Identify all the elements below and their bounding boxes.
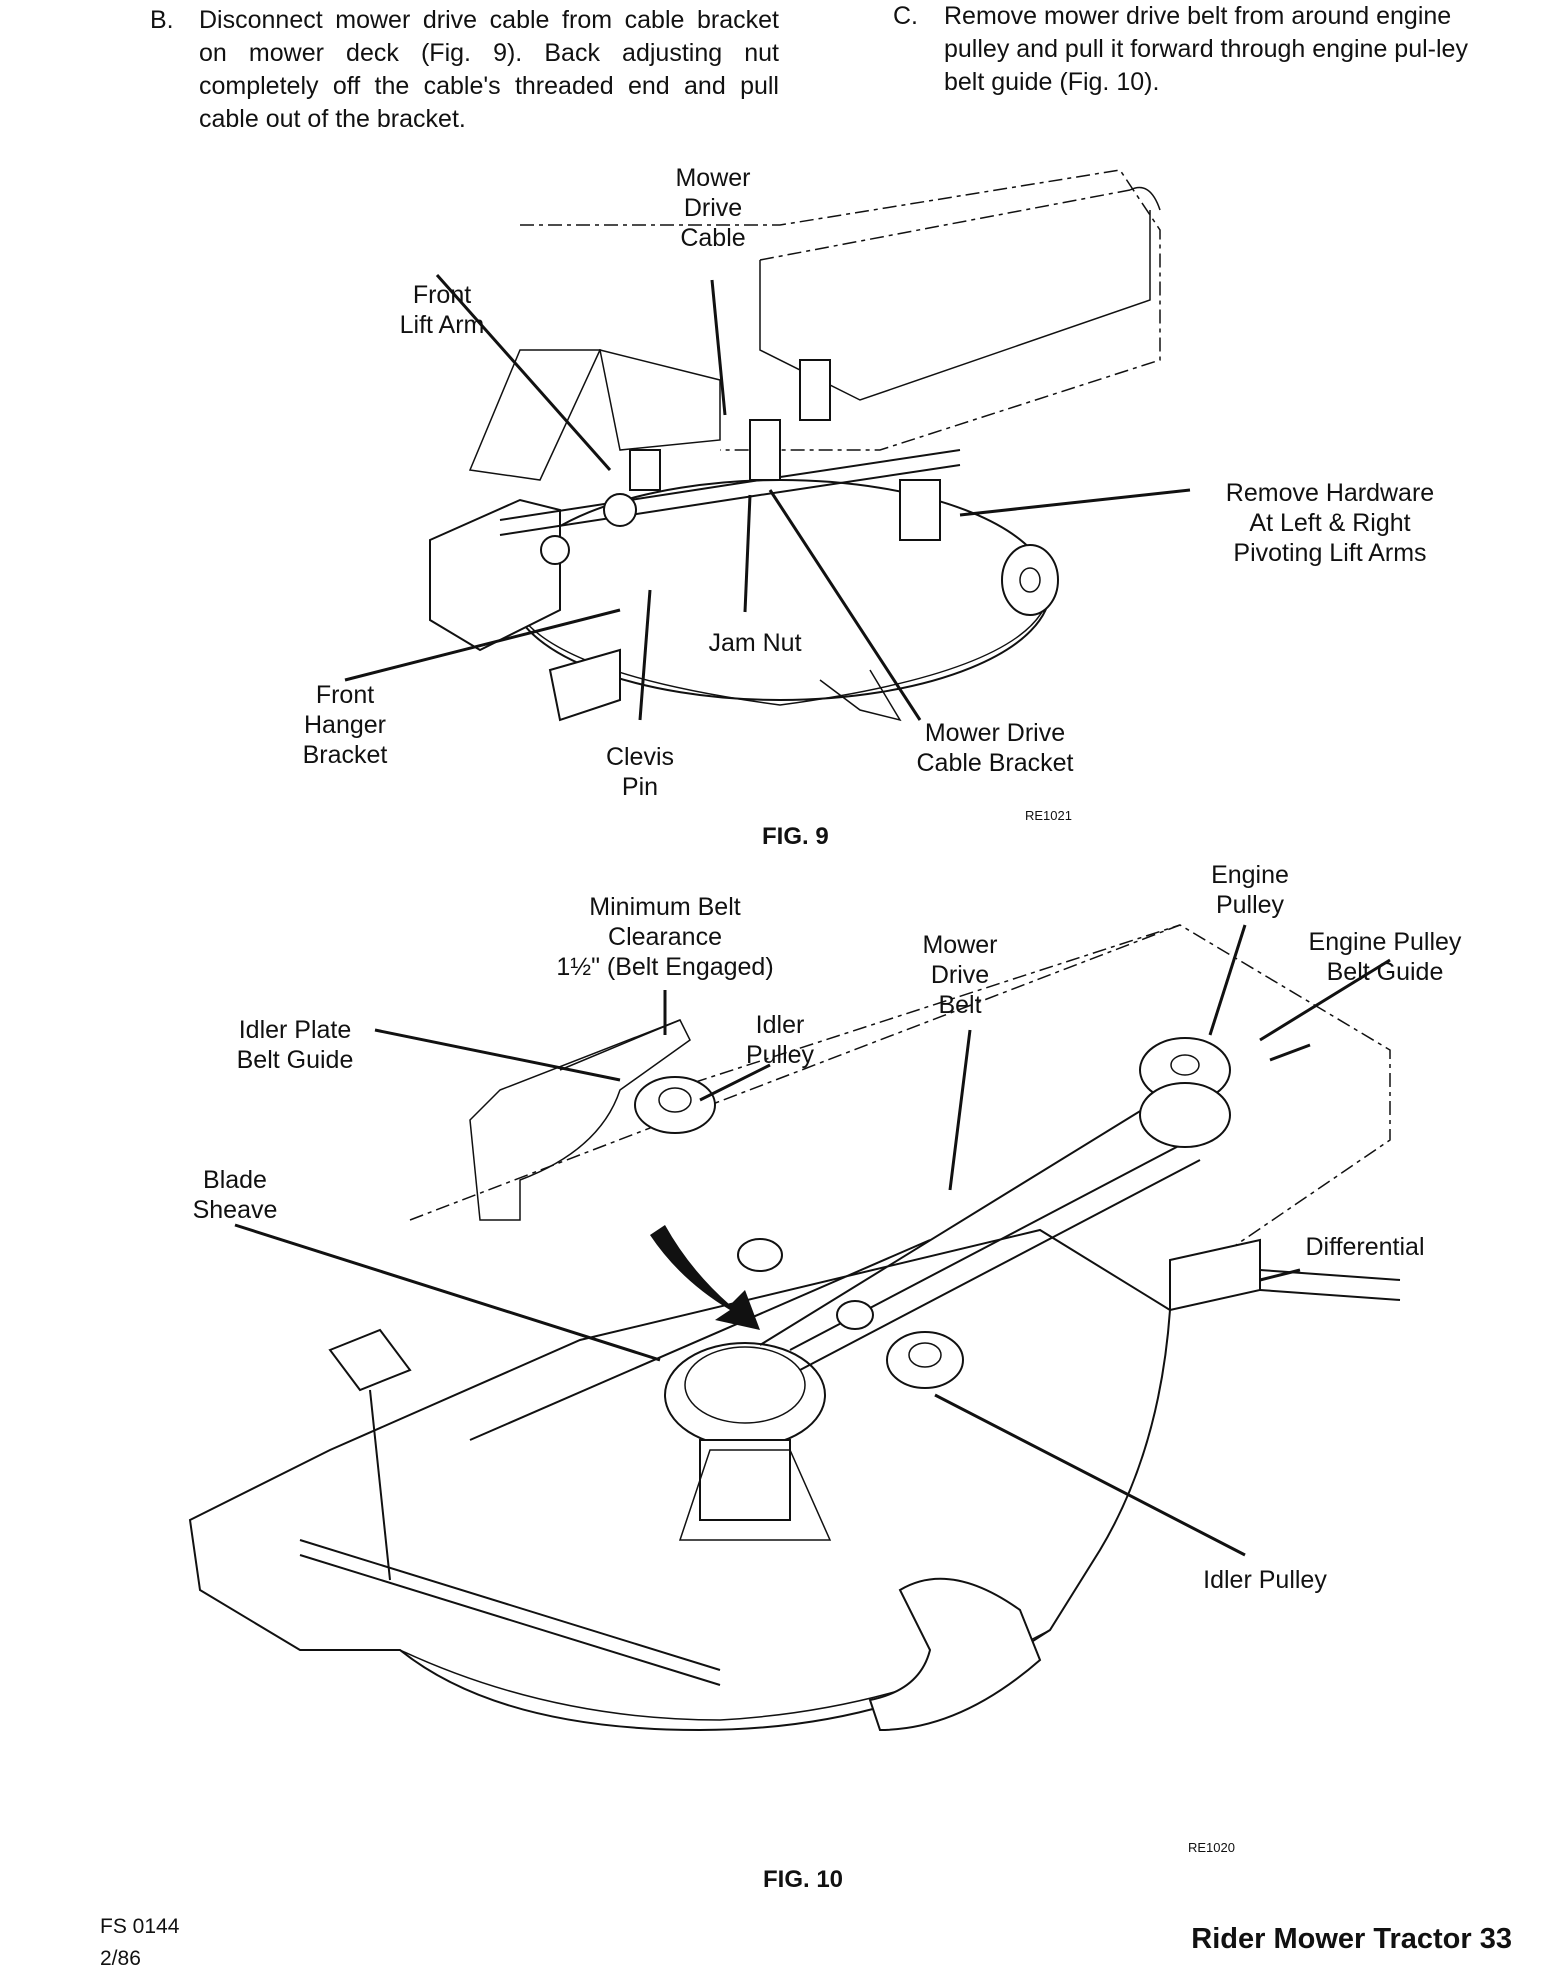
figure-10: Minimum Belt Clearance 1½" (Belt Engaged… [0,850,1552,1900]
figure-9: Mower Drive Cable Front Lift Arm Remove … [0,150,1552,850]
step-text: Remove mower drive belt from around engi… [944,2,1468,96]
step-letter: C. [893,2,918,30]
label-engine-pulley-belt-guide: Engine Pulley Belt Guide [1308,928,1462,986]
footer-form-number: FS 0144 [100,1915,180,1938]
mower-deck-cable-illustration [344,169,1191,722]
figure-ref-code: RE1020 [1188,1840,1235,1855]
label-front-lift-arm: Front Lift Arm [399,281,485,339]
page-title: Rider Mower Tractor 33 [1191,1923,1512,1955]
step-text: Disconnect mower drive cable from cable … [199,6,779,133]
label-idler-pulley-bottom: Idler Pulley [1203,1566,1327,1594]
label-minimum-belt-clearance: Minimum Belt Clearance 1½" (Belt Engaged… [556,893,774,981]
figure-caption: FIG. 10 [763,1866,844,1893]
figure-ref-code: RE1021 [1025,808,1072,823]
label-mower-drive-cable: Mower Drive Cable [675,164,751,252]
label-jam-nut: Jam Nut [708,629,802,657]
label-blade-sheave: Blade Sheave [192,1166,278,1224]
label-mower-drive-cable-bracket: Mower Drive Cable Bracket [916,719,1074,777]
label-idler-pulley-top: Idler Pulley [745,1011,815,1069]
mower-belt-illustration [188,924,1401,1732]
step-letter: B. [150,6,174,34]
label-remove-hardware: Remove Hardware At Left & Right Pivoting… [1225,479,1435,567]
figure-caption: FIG. 9 [762,823,829,850]
label-front-hanger-bracket: Front Hanger Bracket [302,681,388,769]
label-idler-plate-belt-guide: Idler Plate Belt Guide [236,1016,354,1074]
label-mower-drive-belt: Mower Drive Belt [922,931,998,1019]
label-engine-pulley: Engine Pulley [1211,861,1289,919]
label-differential: Differential [1305,1233,1425,1261]
label-clevis-pin: Clevis Pin [605,743,675,801]
footer-date: 2/86 [100,1947,141,1970]
